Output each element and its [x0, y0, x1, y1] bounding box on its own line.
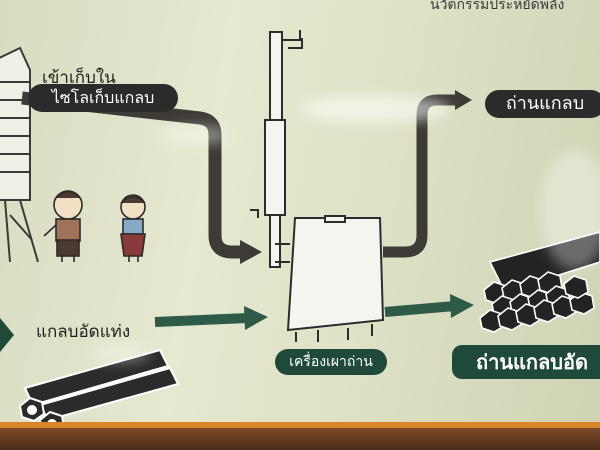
charcoal-pile [479, 231, 600, 333]
chimney [250, 30, 303, 268]
silo-illustration [0, 46, 39, 263]
glare-reflection [540, 150, 600, 270]
input-green-arrow [154, 313, 249, 327]
feed-arrow-head [240, 240, 262, 264]
husk-feed-pipe [21, 91, 250, 259]
silo-label-line2: ไซโลเก็บแกลบ [28, 84, 178, 112]
wall-base [0, 428, 600, 450]
output-green-arrow [384, 301, 456, 317]
silo-label-line1: เข้าเก็บใน [42, 68, 116, 88]
output-pipe [383, 94, 460, 258]
charcoal-top-label: ถ่านแกลบ [485, 90, 600, 118]
left-edge-arrow [0, 318, 14, 352]
compressed-husk-label: แกลบอัดแท่ง [36, 322, 131, 342]
glare-reflection [90, 345, 150, 363]
top-right-partial-text: นวัตกรรมประหยัดพลัง [430, 0, 565, 13]
glare-reflection [300, 95, 450, 123]
glare-reflection [160, 125, 230, 145]
kiln-label: เครื่องเผาถ่าน [275, 349, 387, 375]
charcoal-output-label: ถ่านแกลบอัด [452, 345, 600, 379]
kiln-body [275, 215, 385, 342]
girl-figure [120, 194, 146, 262]
wall-trim [0, 422, 600, 429]
output-arrow-head [455, 90, 472, 110]
boy-figure [43, 190, 83, 262]
